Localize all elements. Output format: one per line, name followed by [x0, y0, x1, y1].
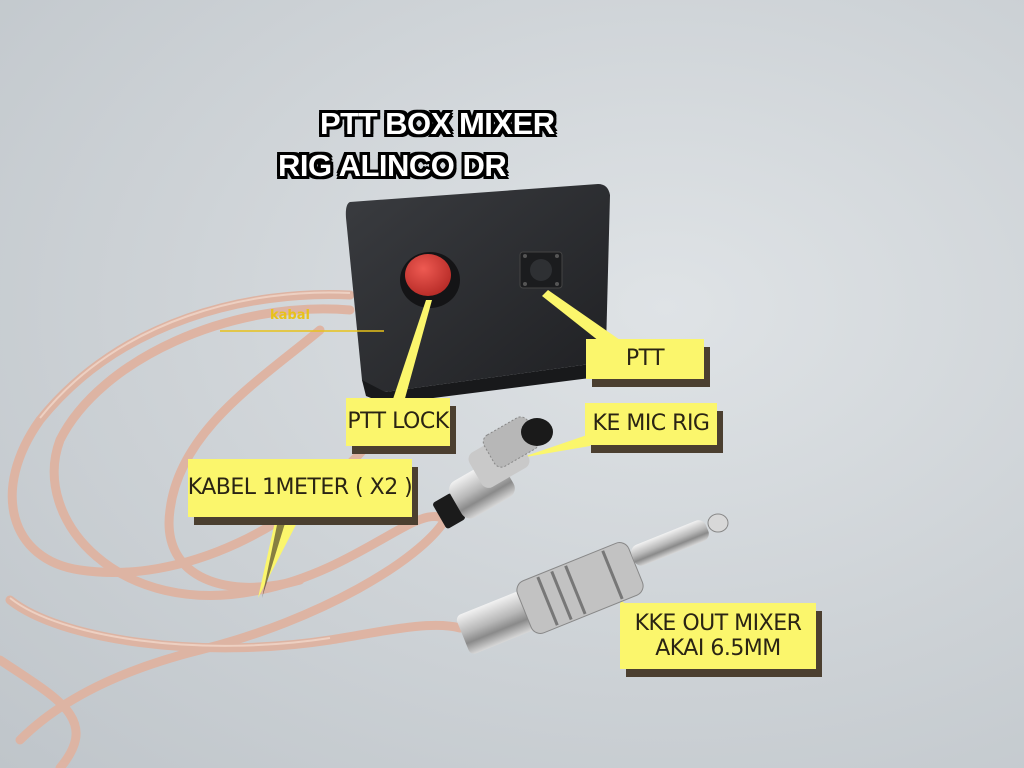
callout-ptt-lock: PTT LOCK [346, 398, 450, 446]
callout-cable-text: KABEL 1METER ( X2 ) [187, 475, 413, 501]
jack-plug [456, 513, 729, 654]
watermark-logo: kabal [270, 308, 310, 323]
callout-mic-rig: KE MIC RIG [585, 403, 717, 445]
callout-mic-rig-text: KE MIC RIG [592, 411, 710, 437]
callout-ptt-lock-text: PTT LOCK [347, 409, 449, 435]
callout-cable: KABEL 1METER ( X2 ) [187, 459, 413, 517]
callout-out-line2: AKAI 6.5MM [655, 636, 781, 661]
mic-connector [433, 416, 553, 529]
callout-ptt: PTT [586, 339, 704, 379]
cable-coils [0, 290, 465, 768]
title-line-2: RIG ALINCO DR [278, 148, 507, 183]
title-line-1: PTT BOX MIXER [320, 106, 555, 141]
callout-out-line1: KKE OUT MIXER [634, 610, 802, 636]
callout-ptt-text: PTT [625, 346, 665, 372]
callout-out-mixer: KKE OUT MIXER AKAI 6.5MM [620, 603, 816, 669]
